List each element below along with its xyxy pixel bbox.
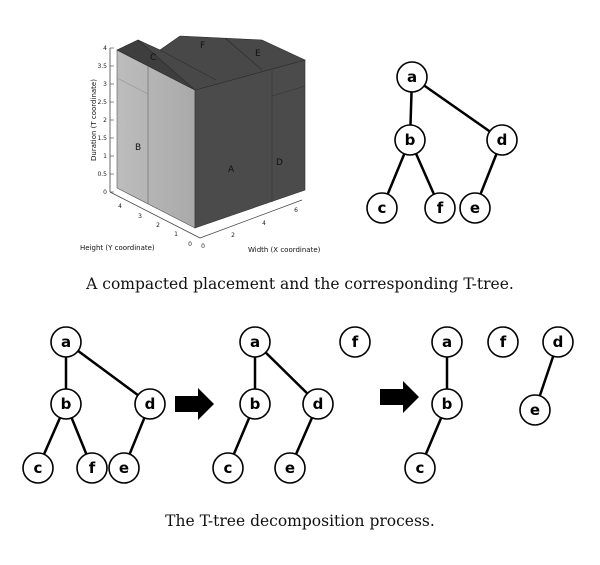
block-label-c: C (150, 53, 156, 63)
tree-node-b: b (50, 388, 82, 420)
tree-node-d: d (134, 388, 166, 420)
tree-node-c: c (22, 452, 54, 484)
y-tick-label: 1 (174, 231, 178, 238)
x-tick-label: 6 (294, 207, 298, 214)
z-tick-label: 2 (103, 117, 107, 124)
tree-node-a: a (396, 61, 428, 93)
detached-node-e: e (519, 394, 551, 426)
tree-node-a: a (50, 326, 82, 358)
tree-node-label: b (405, 131, 416, 149)
decomp-stage-1: a b d c f e (22, 326, 166, 484)
block-label-e: E (255, 49, 261, 59)
x-tick-label: 4 (262, 220, 266, 227)
tree-node-label: c (416, 459, 425, 477)
z-tick-label: 3 (103, 81, 107, 88)
tree-node-b: b (239, 388, 271, 420)
tree-node-e: e (274, 452, 306, 484)
tree-node-d: d (486, 124, 518, 156)
x-ticks: 0 2 4 6 (201, 207, 298, 250)
tree-node-e: e (459, 192, 491, 224)
block-label-b: B (135, 143, 141, 153)
arrow-right-icon (175, 388, 214, 420)
tree-node-label: d (553, 333, 564, 351)
tree-node-a: a (239, 326, 271, 358)
tree-node-label: e (530, 401, 540, 419)
y-tick-label: 3 (138, 213, 142, 220)
z-ticks: 4 3.5 3 2.5 2 1.5 1 0.5 0 (97, 45, 114, 196)
z-tick-label: 2.5 (97, 99, 107, 106)
tree-node-label: d (145, 395, 156, 413)
caption-top: A compacted placement and the correspond… (86, 275, 514, 293)
block-label-f: F (200, 41, 205, 51)
tree-node-label: a (442, 333, 452, 351)
tree-node-c: c (366, 192, 398, 224)
tree-node-label: f (437, 199, 444, 217)
z-tick-label: 0 (103, 189, 107, 196)
detached-node-f: f (487, 326, 519, 358)
tree-node-label: e (285, 459, 295, 477)
tree-node-a: a (431, 326, 463, 358)
tree-node-label: b (61, 395, 72, 413)
z-tick-label: 1.5 (97, 135, 107, 142)
tree-node-label: c (34, 459, 43, 477)
tree-node-f: f (424, 192, 456, 224)
tree-node-label: a (61, 333, 71, 351)
tree-node-label: c (224, 459, 233, 477)
decomp-stage-3: a b c f d e (404, 326, 574, 484)
tree-node-label: f (352, 333, 359, 351)
tree-node-b: b (431, 388, 463, 420)
tree-node-label: e (470, 199, 480, 217)
x-axis-label: Width (X coordinate) (248, 246, 321, 254)
tree-node-c: c (212, 452, 244, 484)
x-axis-line (199, 199, 303, 239)
z-tick-label: 3.5 (97, 63, 107, 70)
y-axis-line (109, 191, 201, 239)
tree-node-c: c (404, 452, 436, 484)
y-tick-label: 0 (188, 241, 192, 248)
detached-node-d: d (542, 326, 574, 358)
x-tick-label: 0 (201, 243, 205, 250)
y-ticks: 4 3 2 1 0 (118, 203, 192, 248)
tree-node-label: a (250, 333, 260, 351)
arrow-right-icon (380, 381, 419, 413)
tree-node-e: e (108, 452, 140, 484)
detached-node-f: f (339, 326, 371, 358)
z-tick-label: 4 (103, 45, 107, 52)
tree-node-label: d (497, 131, 508, 149)
y-axis-label: Height (Y coordinate) (80, 244, 155, 252)
tree-node-b: b (394, 124, 426, 156)
decomp-stage-2: a b d c e f (212, 326, 371, 484)
y-tick-label: 2 (156, 222, 160, 229)
z-tick-label: 0.5 (97, 171, 107, 178)
tree-node-label: d (313, 395, 324, 413)
tree-node-label: c (378, 199, 387, 217)
tree-node-label: a (407, 68, 417, 86)
block-label-d: D (276, 158, 283, 168)
placement-3d-plot: 4 3.5 3 2.5 2 1.5 1 0.5 0 4 3 2 1 0 0 2 … (80, 35, 321, 254)
tree-node-label: b (250, 395, 261, 413)
tree-edge (411, 75, 503, 142)
y-tick-label: 4 (118, 203, 122, 210)
tree-node-label: f (500, 333, 507, 351)
z-tick-label: 1 (103, 153, 107, 160)
caption-bottom: The T-tree decomposition process. (165, 512, 435, 530)
tree-node-label: f (89, 459, 96, 477)
tree-node-label: e (119, 459, 129, 477)
t-tree-top: a b d c f e (366, 61, 518, 224)
tree-node-f: f (76, 452, 108, 484)
z-axis-label: Duration (T coordinate) (90, 79, 98, 161)
tree-node-d: d (302, 388, 334, 420)
tree-node-label: b (442, 395, 453, 413)
block-label-a: A (228, 165, 235, 175)
x-tick-label: 2 (231, 232, 235, 239)
